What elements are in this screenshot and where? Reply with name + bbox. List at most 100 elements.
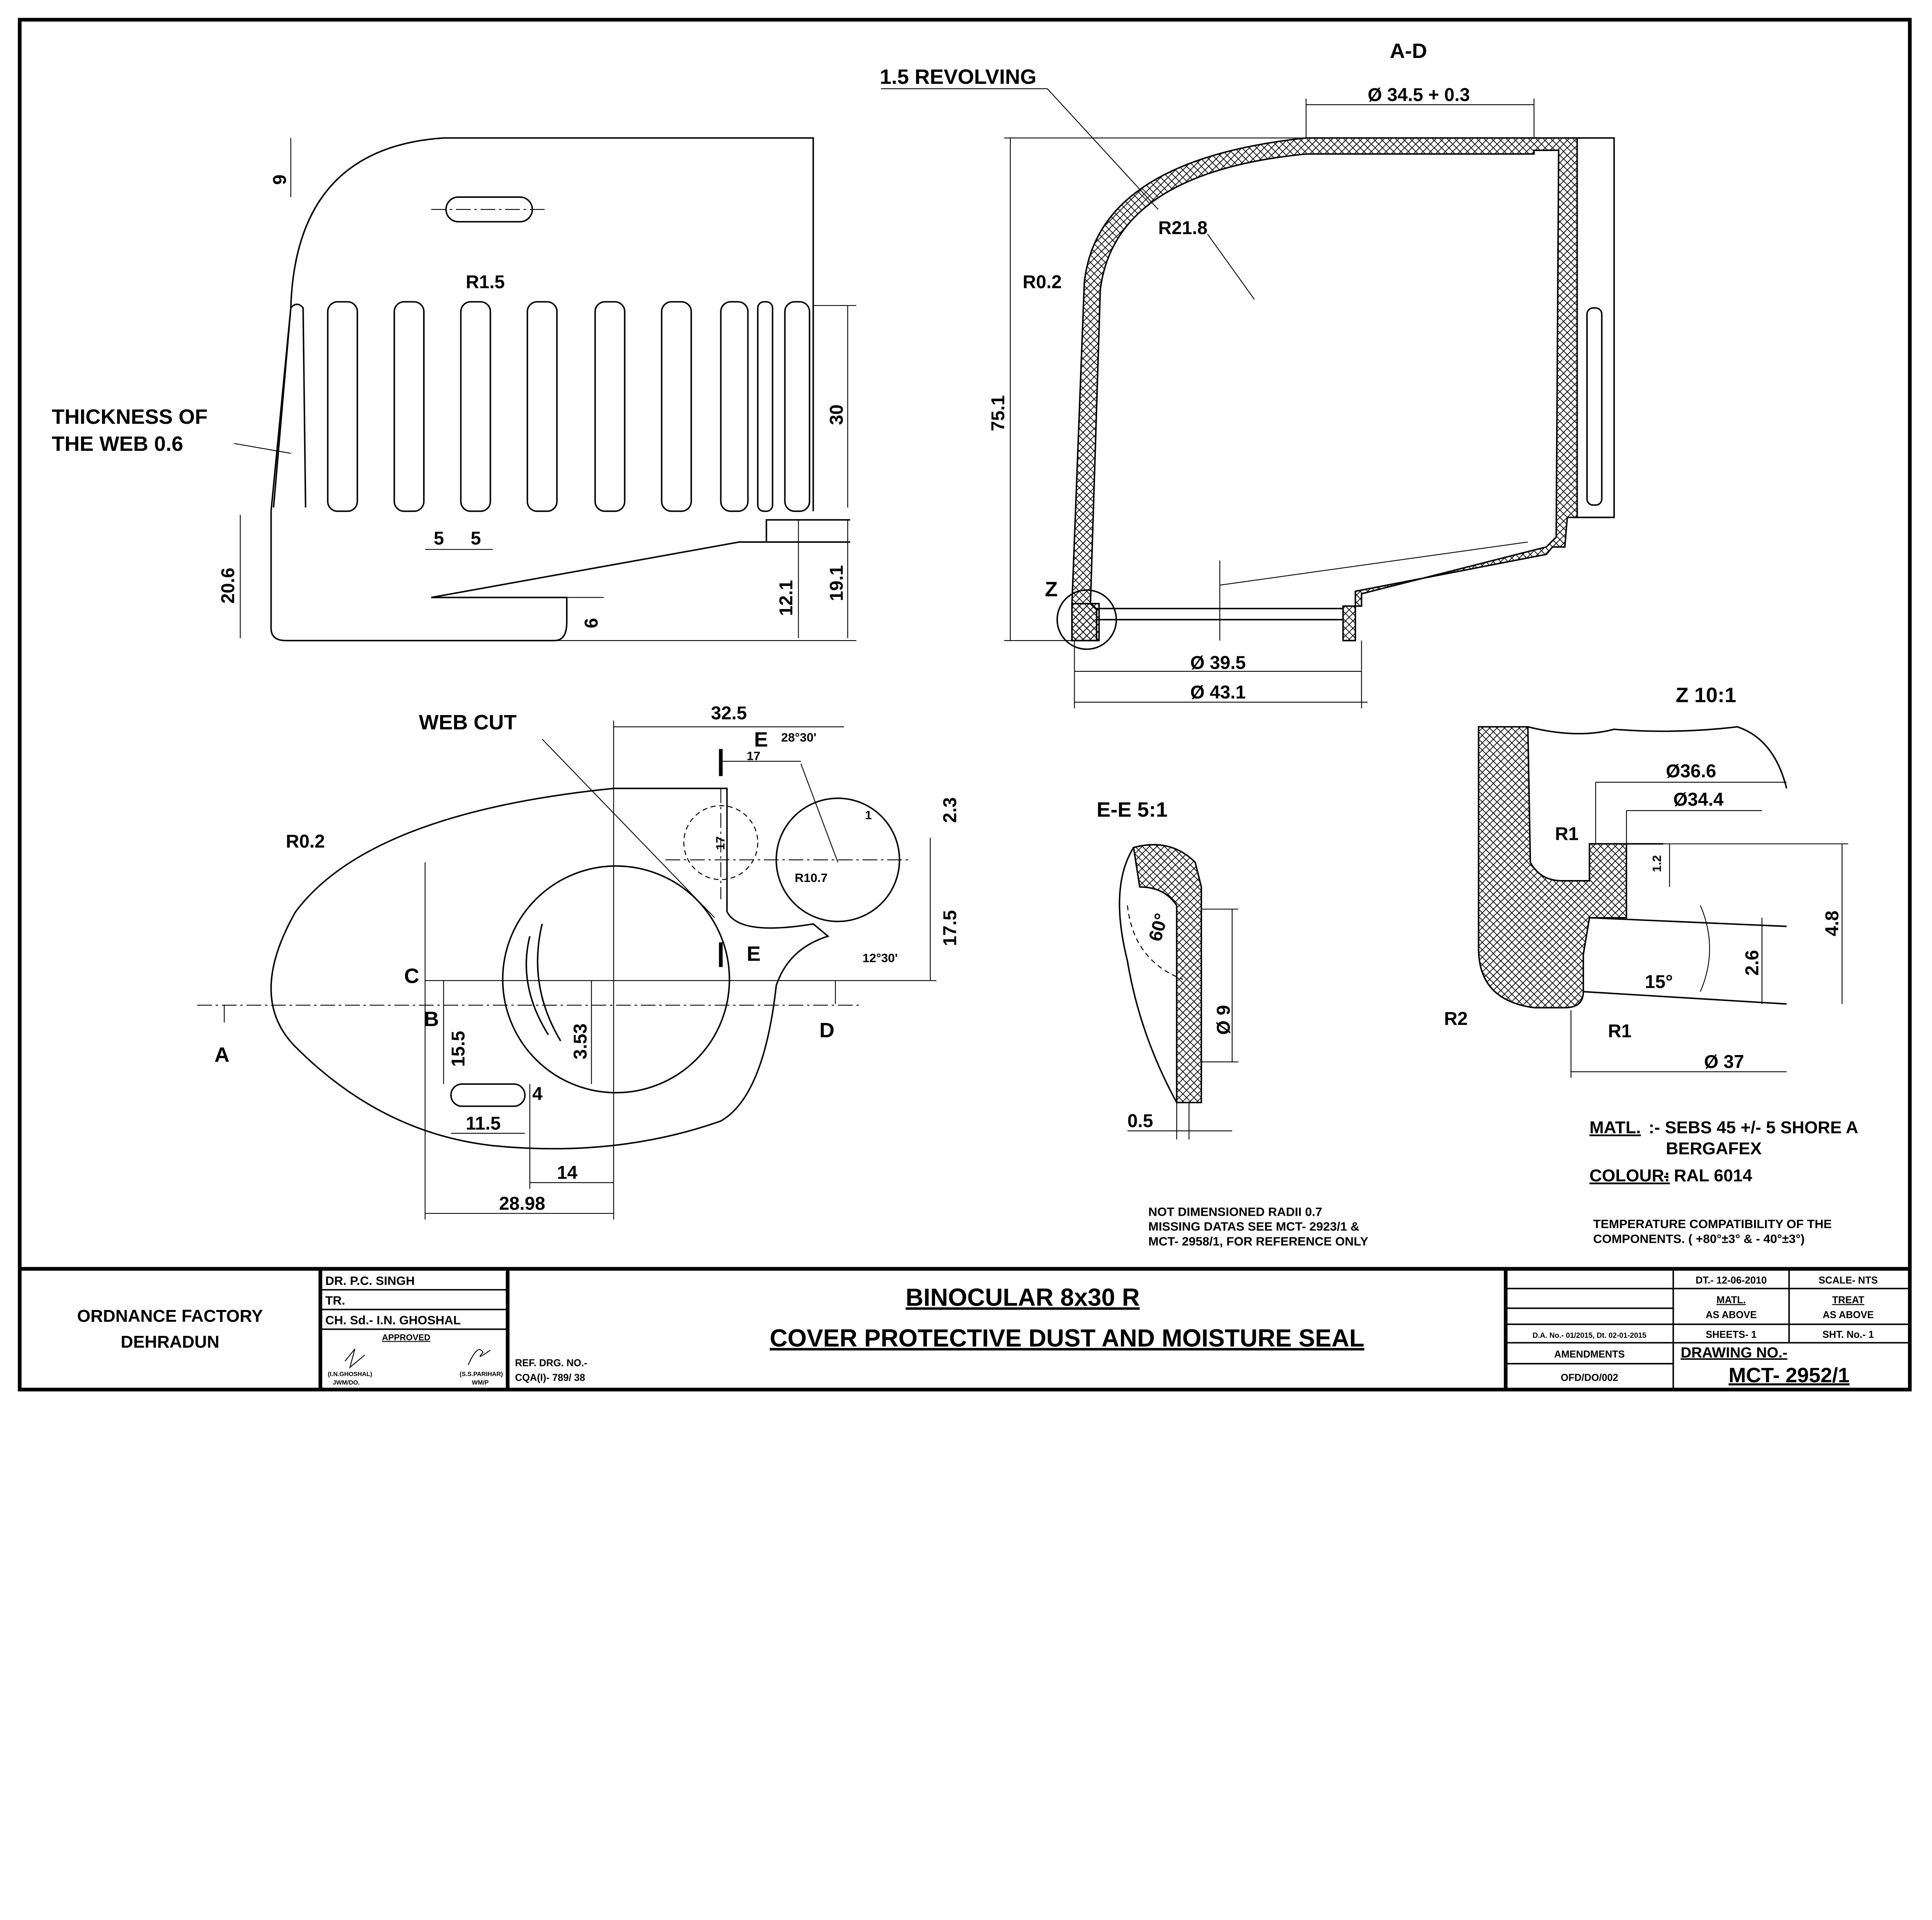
dim-14: 14: [557, 1163, 578, 1183]
dim-dia-36-6: Ø36.6: [1666, 761, 1716, 782]
section-d-marker: D: [820, 1019, 835, 1042]
web-cut-label: WEB CUT: [419, 711, 517, 734]
dim-75-1: 75.1: [988, 395, 1009, 431]
signature-left-name: (I.N.GHOSHAL): [328, 1371, 372, 1378]
side-view: 9 R1.5 30 5 5 20.6 6 12.1 19.1 THICKNESS…: [52, 137, 857, 642]
angle-60: 60°: [1145, 911, 1172, 944]
reference-drawing-label: REF. DRG. NO.-: [515, 1358, 587, 1368]
drawing-number-label: DRAWING NO.-: [1680, 1344, 1787, 1361]
drawing-number: MCT- 2952/1: [1728, 1364, 1849, 1387]
section-a-marker: A: [214, 1043, 230, 1067]
section-e-top: E: [754, 728, 768, 751]
angle-15: 15°: [1645, 972, 1673, 992]
material-field-value: AS ABOVE: [1706, 1310, 1757, 1320]
dim-r21-8: R21.8: [1158, 218, 1208, 238]
dim-r1-bottom: R1: [1608, 1021, 1631, 1042]
section-e-bottom: E: [747, 942, 760, 965]
dim-17-vertical: 17: [713, 836, 727, 850]
dim-4: 4: [532, 1084, 543, 1104]
signature-right: [468, 1349, 491, 1365]
engineering-drawing: 9 R1.5 30 5 5 20.6 6 12.1 19.1 THICKNESS…: [18, 18, 1912, 1392]
dim-0-5: 0.5: [1128, 1111, 1153, 1132]
dim-5b: 5: [471, 528, 481, 549]
drawing-title: BINOCULAR 8x30 R: [906, 1283, 1140, 1311]
dim-2-6: 2.6: [1742, 950, 1762, 976]
drawing-subtitle: COVER PROTECTIVE DUST AND MOISTURE SEAL: [770, 1324, 1364, 1352]
dim-r1-5: R1.5: [466, 272, 505, 292]
sheets-count: SHEETS- 1: [1706, 1329, 1757, 1340]
revolving-note: 1.5 REVOLVING: [880, 65, 1037, 88]
dim-6: 6: [582, 618, 602, 629]
dim-12-1: 12.1: [776, 580, 796, 616]
approved-label: APPROVED: [382, 1332, 430, 1342]
angle-12-30: 12°30': [862, 951, 898, 965]
dim-r1-top: R1: [1555, 824, 1578, 844]
section-b-marker: B: [424, 1008, 439, 1031]
detail-z-title: Z 10:1: [1676, 684, 1736, 707]
dim-17-horizontal: 17: [747, 749, 760, 763]
drawing-frame: 9 R1.5 30 5 5 20.6 6 12.1 19.1 THICKNESS…: [18, 18, 1912, 1392]
dim-plan-r0-2: R0.2: [286, 831, 325, 852]
dim-11-5: 11.5: [466, 1113, 500, 1134]
section-a-d-view: A-D 1.5 REVOLVING Ø 34.5 + 0.3 R21.8 R0.…: [880, 39, 1615, 709]
web-slots: [273, 301, 810, 512]
dim-dia-39-5: Ø 39.5: [1190, 653, 1246, 673]
section-c-marker: C: [404, 965, 419, 988]
dim-dia-9: Ø 9: [1213, 1005, 1234, 1035]
web-thickness-note-2: THE WEB 0.6: [52, 432, 183, 455]
colour-value: - RAL 6014: [1663, 1166, 1752, 1185]
amendments-label: AMENDMENTS: [1554, 1349, 1625, 1360]
dim-19-1: 19.1: [827, 565, 847, 601]
dim-32-5: 32.5: [711, 703, 747, 724]
dim-5a: 5: [434, 528, 444, 549]
traced-by: TR.: [325, 1293, 345, 1307]
section-e-e-view: E-E 5:1 60° Ø 9 0.5: [1097, 798, 1238, 1140]
signature-right-name: (S.S.PARIHAR): [459, 1371, 503, 1378]
dim-20-6: 20.6: [218, 568, 238, 603]
treatment-value: AS ABOVE: [1823, 1310, 1874, 1320]
dim-28-98: 28.98: [499, 1193, 545, 1214]
drawing-scale: SCALE- NTS: [1819, 1275, 1878, 1286]
radii-note-1: NOT DIMENSIONED RADII 0.7: [1148, 1205, 1322, 1218]
detail-z-view: Z 10:1 Ø36.6 Ø34.4 R1 1.2 4.8 2.6 15° R2…: [1444, 684, 1849, 1078]
radii-note-3: MCT- 2958/1, FOR REFERENCE ONLY: [1148, 1234, 1368, 1248]
material-label: MATL.: [1590, 1118, 1641, 1137]
dim-dia-37: Ø 37: [1704, 1052, 1744, 1072]
drawing-date: DT.- 12-06-2010: [1696, 1275, 1767, 1286]
dim-1: 1: [865, 808, 872, 822]
signature-right-title: WM/P: [472, 1380, 489, 1386]
notes: MATL. :- SEBS 45 +/- 5 SHORE A BERGAFEX …: [1148, 1118, 1858, 1248]
dim-2-3: 2.3: [940, 797, 960, 823]
angle-28-30: 28°30': [781, 731, 816, 744]
dim-4-8: 4.8: [1822, 911, 1843, 936]
signature-left-title: JWM/DO.: [333, 1380, 360, 1386]
section-a-d-title: A-D: [1390, 39, 1427, 63]
ofd-code: OFD/DO/002: [1561, 1373, 1618, 1383]
dim-r2: R2: [1444, 1009, 1468, 1029]
dim-dia-43-1: Ø 43.1: [1190, 682, 1246, 703]
dim-17-5: 17.5: [940, 910, 960, 946]
da-number: D.A. No.- 01/2015, Dt. 02-01-2015: [1532, 1332, 1646, 1340]
web-thickness-note-1: THICKNESS OF: [52, 405, 207, 428]
reference-drawing-number: CQA(I)- 789/ 38: [515, 1373, 585, 1383]
dim-r0-2: R0.2: [1023, 272, 1062, 292]
dim-r10-7: R10.7: [795, 871, 828, 885]
radii-note-2: MISSING DATAS SEE MCT- 2923/1 &: [1148, 1220, 1359, 1234]
dim-dia-34-4: Ø34.4: [1673, 789, 1724, 810]
treatment-label: TREAT: [1832, 1295, 1865, 1306]
dim-9: 9: [270, 175, 290, 185]
dim-dia-34-5: Ø 34.5 + 0.3: [1368, 85, 1470, 105]
dim-3-53: 3.53: [570, 1023, 591, 1059]
detail-z-marker: Z: [1045, 578, 1058, 601]
temperature-note-1: TEMPERATURE COMPATIBILITY OF THE: [1593, 1217, 1832, 1231]
material-value: :- SEBS 45 +/- 5 SHORE A: [1649, 1118, 1859, 1137]
material-value-2: BERGAFEX: [1666, 1139, 1762, 1158]
material-field-label: MATL.: [1716, 1295, 1746, 1306]
drawing-border: [18, 18, 1912, 1392]
title-block: ORDNANCE FACTORY DEHRADUN DR. P.C. SINGH…: [20, 1267, 1910, 1390]
organization-name: ORDNANCE FACTORY: [77, 1307, 263, 1326]
signature-left: [344, 1349, 365, 1369]
temperature-note-2: COMPONENTS. ( +80°±3° & - 40°±3°): [1593, 1232, 1804, 1245]
dim-1-2: 1.2: [1650, 855, 1663, 872]
dim-15-5: 15.5: [448, 1031, 469, 1067]
